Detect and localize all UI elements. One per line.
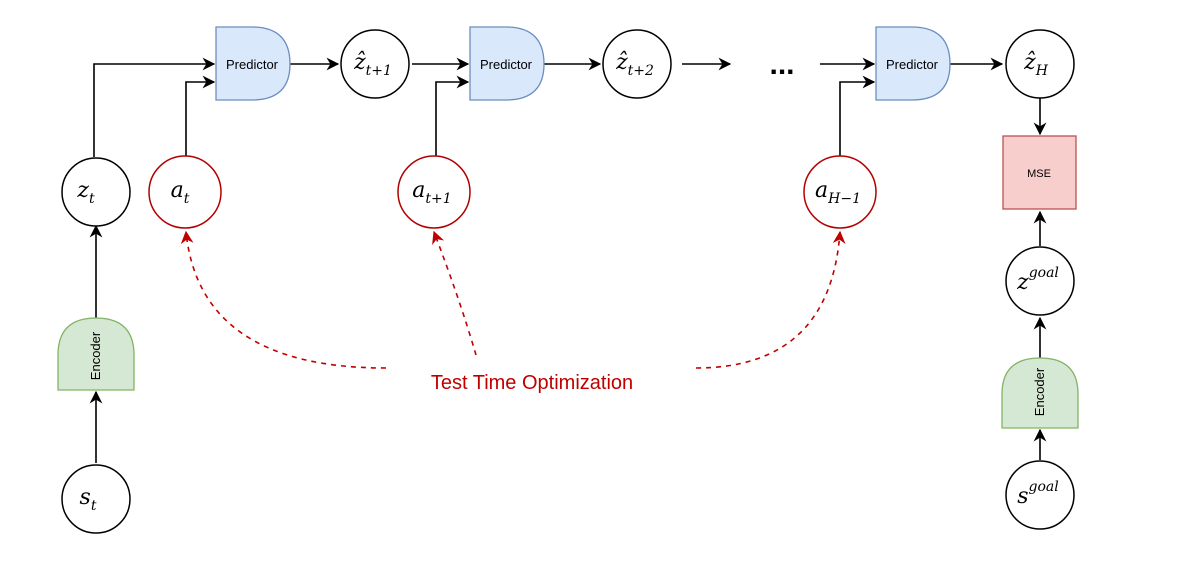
a-H1-base: a	[815, 178, 828, 203]
a-t1-base: a	[412, 178, 425, 203]
dashed-arrow-to-aH1	[695, 230, 846, 369]
zhat-H-sub: H	[1035, 63, 1049, 79]
predictor-block-1: Predictor	[215, 26, 291, 101]
zhat-t2-base: ẑ	[615, 50, 628, 75]
a-t-base: a	[171, 178, 184, 203]
encoder-block-goal: Encoder	[1001, 357, 1079, 429]
node-z-t: zt	[61, 157, 131, 227]
predictor-2-label: Predictor	[480, 57, 533, 72]
s-goal-sup: goal	[1029, 479, 1059, 495]
zhat-t2-sub: t+2	[628, 63, 654, 79]
node-s-goal: sgoal	[1005, 460, 1075, 530]
encoder-goal-label: Encoder	[1032, 367, 1047, 416]
svg-text:st: st	[80, 485, 97, 514]
predictor-3-label: Predictor	[886, 57, 939, 72]
sequence-ellipsis: ...	[769, 48, 794, 81]
svg-text:ẑH: ẑH	[1023, 50, 1049, 79]
test-time-optimization-label: Test Time Optimization	[431, 372, 633, 394]
node-zhat-t1: ẑt+1	[340, 29, 410, 99]
s-t-sub: t	[91, 498, 97, 514]
node-zhat-H: ẑH	[1005, 29, 1075, 99]
svg-text:zgoal: zgoal	[1016, 265, 1059, 295]
node-a-H1: aH−1	[803, 155, 877, 229]
z-t-sub: t	[89, 191, 95, 207]
node-a-t1: at+1	[397, 155, 471, 229]
arrow-at1-to-predictor2	[435, 75, 470, 157]
a-t-sub: t	[184, 191, 190, 207]
svg-text:at+1: at+1	[412, 178, 451, 207]
mse-box: MSE	[1002, 135, 1077, 210]
a-t1-sub: t+1	[425, 191, 451, 207]
svg-text:ẑt+1: ẑt+1	[353, 50, 392, 79]
predictor-1-label: Predictor	[226, 57, 279, 72]
z-goal-sup: goal	[1029, 265, 1059, 281]
zhat-H-base: ẑ	[1023, 50, 1036, 75]
node-z-goal: zgoal	[1005, 246, 1075, 316]
node-s-t: st	[61, 464, 131, 534]
optimization-arrows	[180, 230, 846, 369]
zhat-t1-base: ẑ	[353, 50, 366, 75]
dashed-arrow-to-at1	[432, 230, 477, 356]
arrow-aH1-to-predictor3	[839, 75, 876, 157]
flow-arrows	[89, 57, 1047, 463]
svg-text:sgoal: sgoal	[1017, 479, 1059, 509]
predictor-block-3: Predictor	[875, 26, 951, 101]
encoder-block-state: Encoder	[57, 317, 135, 391]
arrow-zt-to-predictor1	[93, 57, 216, 157]
node-zhat-t2: ẑt+2	[602, 29, 672, 99]
node-a-t: at	[148, 155, 222, 229]
a-H1-sub: H−1	[827, 191, 861, 207]
mse-label: MSE	[1027, 168, 1051, 180]
z-t-base: z	[76, 178, 89, 203]
svg-text:ẑt+2: ẑt+2	[615, 50, 654, 79]
dashed-arrow-to-at	[180, 230, 387, 369]
zhat-t1-sub: t+1	[366, 63, 392, 79]
svg-text:zt: zt	[76, 178, 95, 207]
encoder-state-label: Encoder	[88, 331, 103, 380]
s-t-base: s	[80, 485, 91, 510]
z-goal-base: z	[1016, 270, 1029, 295]
arrow-at-to-predictor1	[185, 75, 216, 157]
predictor-block-2: Predictor	[469, 26, 545, 101]
s-goal-base: s	[1017, 484, 1028, 509]
svg-text:at: at	[171, 178, 190, 207]
svg-text:aH−1: aH−1	[815, 178, 861, 207]
